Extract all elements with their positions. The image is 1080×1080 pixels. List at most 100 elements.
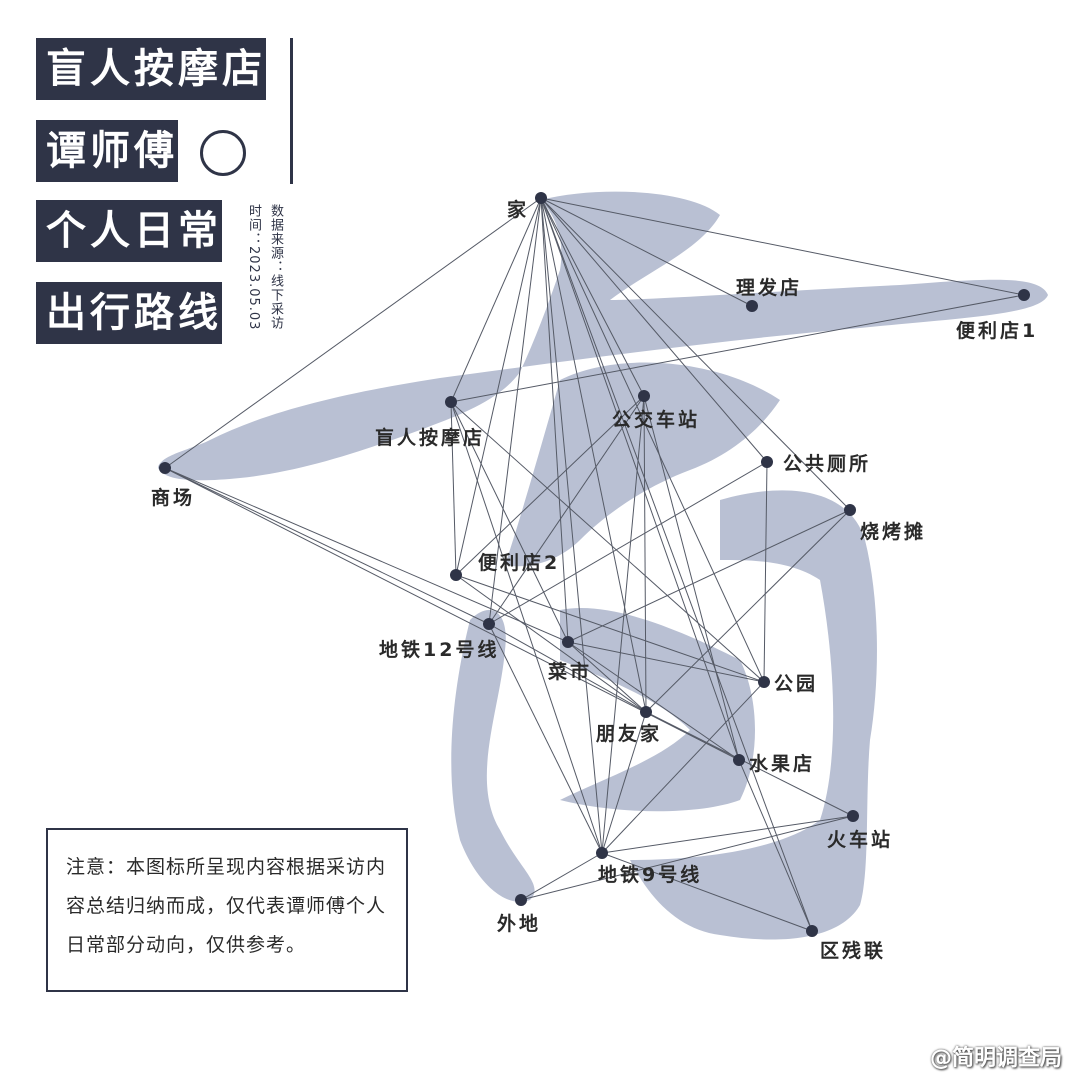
brush-stroke-center bbox=[560, 608, 755, 812]
route-edge-metro9-outside bbox=[520, 852, 603, 901]
title-line-4: 出行路线 bbox=[36, 282, 222, 344]
node-dot-friend bbox=[640, 706, 652, 718]
route-edge-home-massage bbox=[450, 197, 542, 403]
route-edge-conv2-park bbox=[455, 574, 765, 683]
node-label-bbq: 烧烤摊 bbox=[860, 520, 926, 543]
route-edge-massage-conv2 bbox=[450, 401, 457, 576]
route-edge-massage-market bbox=[450, 401, 569, 643]
node-dot-outside bbox=[515, 894, 527, 906]
route-edge-market-park bbox=[567, 641, 765, 683]
route-edge-market-friend bbox=[567, 641, 647, 713]
route-edge-metro9-federation bbox=[601, 852, 813, 932]
route-edge-home-metro9 bbox=[540, 197, 603, 854]
node-label-outside: 外地 bbox=[497, 912, 541, 935]
node-dot-barber bbox=[746, 300, 758, 312]
route-edge-metro12-metro9 bbox=[488, 623, 603, 854]
node-dot-bbq bbox=[844, 504, 856, 516]
route-edge-mall-fruit bbox=[164, 467, 740, 761]
circle-icon bbox=[200, 130, 246, 176]
route-edge-home-barber bbox=[540, 197, 753, 307]
route-edge-market-fruit bbox=[567, 641, 740, 761]
route-edge-home-mall bbox=[164, 197, 542, 469]
node-dot-bus bbox=[638, 390, 650, 402]
route-edge-conv2-bus bbox=[455, 395, 645, 576]
route-edge-massage-conv1 bbox=[450, 294, 1025, 403]
route-edge-home-park bbox=[540, 197, 765, 683]
brush-stroke-left bbox=[451, 610, 535, 902]
brush-calligraphy-background bbox=[158, 191, 1048, 940]
node-label-conv2: 便利店2 bbox=[478, 551, 560, 574]
title-line-1: 盲人按摩店 bbox=[36, 38, 266, 100]
node-label-conv1: 便利店1 bbox=[956, 319, 1038, 342]
brush-stroke-middle bbox=[505, 362, 780, 567]
route-edge-bus-friend bbox=[643, 395, 647, 713]
brush-stroke-top bbox=[158, 191, 1048, 481]
route-edge-mall-metro12 bbox=[164, 467, 490, 625]
node-dot-massage bbox=[445, 396, 457, 408]
route-edge-conv2-friend bbox=[455, 574, 647, 713]
route-edge-metro9-train bbox=[601, 815, 854, 854]
node-dot-conv2 bbox=[450, 569, 462, 581]
watermark: @简明调查局 bbox=[929, 1046, 1062, 1071]
node-label-metro9: 地铁9号线 bbox=[598, 863, 702, 886]
node-label-metro12: 地铁12号线 bbox=[379, 638, 499, 661]
brush-stroke-right bbox=[630, 490, 877, 940]
route-edge-home-federation bbox=[540, 197, 813, 932]
title-line-3: 个人日常 bbox=[36, 200, 222, 262]
vertical-divider bbox=[290, 38, 293, 184]
route-edges bbox=[164, 197, 1025, 932]
node-label-toilet: 公共厕所 bbox=[783, 453, 871, 475]
node-dot-metro9 bbox=[596, 847, 608, 859]
node-label-train: 火车站 bbox=[827, 828, 893, 851]
route-edge-metro12-friend bbox=[488, 623, 647, 713]
node-label-massage: 盲人按摩店 bbox=[375, 426, 485, 449]
node-label-home: 家 bbox=[507, 198, 529, 221]
route-edge-home-toilet bbox=[540, 197, 768, 463]
node-dot-toilet bbox=[761, 456, 773, 468]
route-edge-home-conv1 bbox=[540, 197, 1025, 296]
route-edge-park-metro9 bbox=[601, 681, 765, 854]
route-edge-mall-market bbox=[164, 467, 569, 643]
route-edge-home-fruit bbox=[540, 197, 740, 761]
node-dot-market bbox=[562, 636, 574, 648]
node-dot-mall bbox=[159, 462, 171, 474]
date-text: 时间：2023.05.03 bbox=[246, 204, 261, 331]
route-edge-bus-metro9 bbox=[601, 395, 645, 854]
route-edge-home-bus bbox=[540, 197, 645, 397]
data-source-text: 数据来源：线下采访 bbox=[268, 204, 283, 330]
node-label-mall: 商场 bbox=[151, 486, 195, 509]
route-edge-home-conv2 bbox=[455, 197, 542, 576]
disclaimer-note: 注意：本图标所呈现内容根据采访内容总结归纳而成，仅代表谭师傅个人日常部分动向，仅… bbox=[46, 828, 408, 992]
route-edge-home-friend bbox=[540, 197, 647, 713]
route-edge-outside-train bbox=[520, 815, 854, 901]
node-dot-metro12 bbox=[483, 618, 495, 630]
node-label-market: 菜市 bbox=[547, 660, 592, 683]
route-edge-bbq-market bbox=[567, 509, 851, 643]
route-edge-bus-metro12 bbox=[488, 395, 645, 625]
title-line-2: 谭师傅 bbox=[36, 120, 178, 182]
route-edge-massage-metro9 bbox=[450, 401, 603, 854]
route-edge-home-bbq bbox=[540, 197, 851, 511]
node-dot-park bbox=[758, 676, 770, 688]
node-label-park: 公园 bbox=[774, 673, 818, 695]
route-edge-bbq-friend bbox=[645, 509, 851, 713]
node-label-friend: 朋友家 bbox=[596, 722, 662, 745]
route-edge-bus-fruit bbox=[643, 395, 740, 761]
route-edge-fruit-federation bbox=[738, 759, 813, 932]
node-dot-home bbox=[535, 192, 547, 204]
node-label-fruit: 水果店 bbox=[749, 752, 815, 775]
node-label-bus: 公交车站 bbox=[612, 408, 700, 431]
node-label-barber: 理发店 bbox=[736, 276, 802, 299]
node-label-federation: 区残联 bbox=[820, 939, 886, 962]
route-edge-toilet-park bbox=[763, 461, 768, 683]
node-dot-conv1 bbox=[1018, 289, 1030, 301]
node-dot-fruit bbox=[733, 754, 745, 766]
node-dot-federation bbox=[806, 925, 818, 937]
route-edge-home-metro12 bbox=[488, 197, 542, 625]
route-edge-toilet-metro12 bbox=[488, 461, 768, 625]
route-edge-friend-metro9 bbox=[601, 711, 647, 854]
node-dot-train bbox=[847, 810, 859, 822]
route-edge-friend-train bbox=[645, 711, 854, 817]
